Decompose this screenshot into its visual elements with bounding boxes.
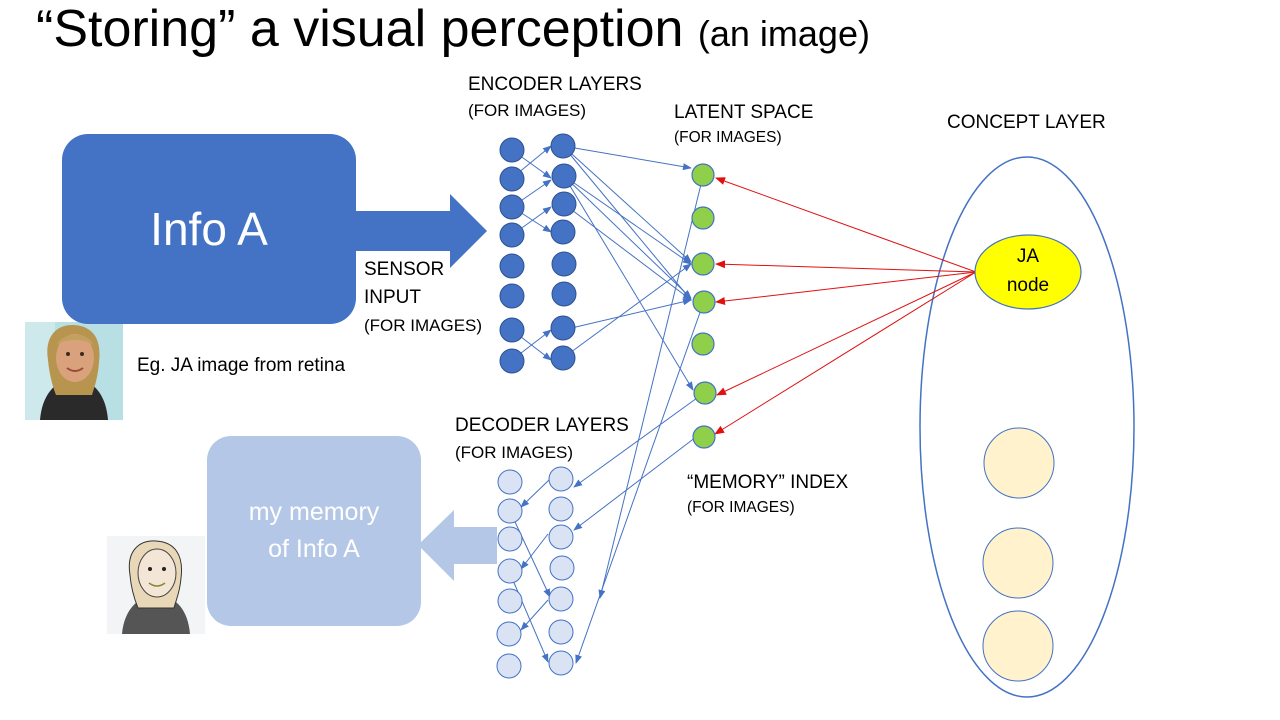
decoder-node [497, 469, 523, 495]
latent-node [691, 163, 715, 187]
decoder-node [497, 498, 523, 524]
sensor-input-label-3: (FOR IMAGES) [364, 316, 483, 335]
decoder-title: DECODER LAYERS [455, 415, 629, 436]
info-a-label: Info A [150, 203, 268, 255]
encoder-node [551, 251, 577, 277]
memory-output-arrow [418, 510, 497, 581]
decoder-node [497, 558, 523, 584]
memory-sketch-photo [107, 536, 205, 634]
latent-subtitle: (FOR IMAGES) [674, 129, 782, 146]
decoder-node [497, 588, 523, 614]
encoder-node [551, 281, 577, 307]
memory-box: my memory of Info A [207, 436, 421, 626]
decoder-node [548, 466, 574, 492]
photo-caption: Eg. JA image from retina [137, 355, 346, 376]
memory-index-subtitle: (FOR IMAGES) [687, 499, 795, 516]
decoder-node [496, 653, 522, 679]
decoder-node [548, 496, 574, 522]
info-a-box: Info A [62, 134, 356, 324]
concept-node [983, 427, 1055, 499]
concept-layer-ellipse [919, 156, 1135, 698]
sensor-input-label-2: INPUT [364, 287, 421, 308]
decoder-node [548, 619, 574, 645]
decoder-node [548, 524, 574, 550]
concept-node [982, 610, 1054, 682]
encoder-node [499, 283, 525, 309]
encoder-title: ENCODER LAYERS [468, 74, 642, 95]
memory-box-line2: of Info A [268, 535, 360, 563]
latent-title: LATENT SPACE [674, 102, 814, 123]
encoder-subtitle: (FOR IMAGES) [468, 101, 587, 120]
ja-node [974, 234, 1082, 310]
concept-node [982, 527, 1054, 599]
latent-node [693, 381, 717, 405]
decoder-node [497, 526, 523, 552]
latent-node [692, 290, 716, 314]
concept-title: CONCEPT LAYER [947, 112, 1106, 133]
encoder-node [551, 163, 577, 189]
encoder-node [499, 253, 525, 279]
latent-node [692, 425, 716, 449]
decoder-node [549, 555, 575, 581]
decoder-node [496, 621, 522, 647]
encoder-node [499, 348, 525, 374]
encoder-node [550, 219, 576, 245]
encoder-node [499, 222, 525, 248]
page-title: “Storing” a visual perception (an image) [36, 0, 870, 65]
encoder-node [550, 345, 576, 371]
decoder-subtitle: (FOR IMAGES) [455, 443, 574, 462]
sensor-input-arrow [356, 194, 487, 268]
encoder-node [499, 194, 525, 220]
title-main: “Storing” a visual perception [36, 0, 684, 58]
ja-node-label-2: node [1006, 275, 1050, 296]
encoder-node [550, 315, 576, 341]
ja-node-label-1: JA [1016, 246, 1040, 267]
encoder-node [550, 133, 576, 159]
latent-node [691, 252, 715, 276]
encoder-node [499, 166, 525, 192]
title-sub: (an image) [697, 13, 870, 54]
decoder-node [548, 586, 574, 612]
encoder-node [499, 317, 525, 343]
decoder-node [548, 650, 574, 676]
memory-box-line1: my memory [248, 498, 380, 526]
latent-node [691, 332, 715, 356]
memory-index-title: “MEMORY” INDEX [687, 472, 849, 493]
latent-node [691, 206, 715, 230]
sensor-input-label-1: SENSOR [364, 259, 445, 280]
encoder-node [499, 137, 525, 163]
encoder-node [551, 191, 577, 217]
retina-photo [25, 322, 123, 420]
